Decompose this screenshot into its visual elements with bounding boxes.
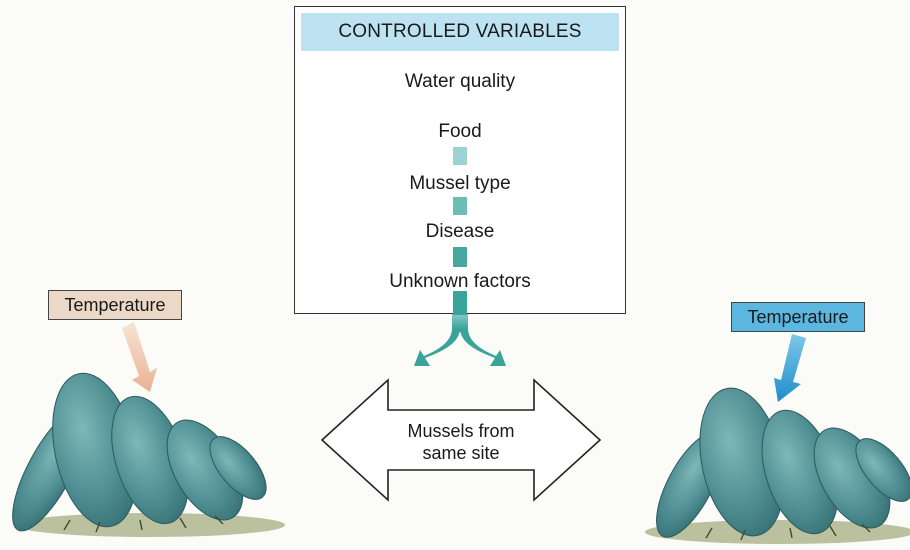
heat-arrow-right-icon (774, 334, 806, 402)
controlled-variables-box: CONTROLLED VARIABLES Water quality Food … (294, 6, 626, 314)
temperature-label-left: Temperature (48, 290, 182, 320)
variable-unknown-factors: Unknown factors (295, 271, 625, 293)
heat-arrow-left-icon (122, 322, 157, 392)
mussels-source-label: Mussels from same site (388, 420, 534, 464)
mussels-source-line2: same site (388, 442, 534, 464)
mussel-cluster-right-icon (643, 380, 910, 546)
mussels-source-line1: Mussels from (388, 420, 534, 442)
variable-disease: Disease (295, 221, 625, 243)
variable-water-quality: Water quality (295, 71, 625, 93)
flow-line-icon (295, 7, 627, 315)
variable-food: Food (295, 121, 625, 143)
variable-mussel-type: Mussel type (295, 173, 625, 195)
split-arrow-icon (414, 312, 506, 366)
temperature-label-right: Temperature (731, 302, 865, 332)
mussel-cluster-left-icon (0, 365, 285, 540)
controlled-variables-header: CONTROLLED VARIABLES (301, 13, 619, 51)
